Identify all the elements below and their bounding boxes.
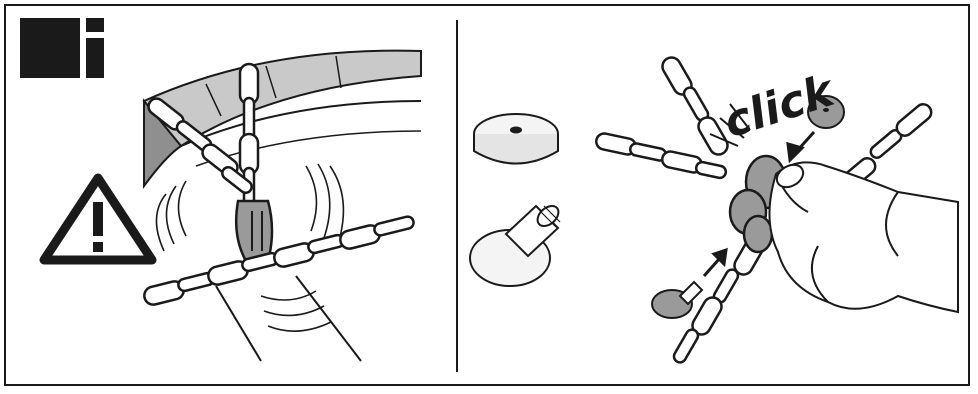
arrow-icon <box>702 130 816 277</box>
chain-right <box>839 103 933 191</box>
rim <box>143 98 183 190</box>
warning-triangle-icon <box>39 173 157 265</box>
hook-connector <box>235 199 274 263</box>
info-icon <box>20 18 104 78</box>
tire-tread <box>142 49 422 148</box>
chain-left <box>595 132 728 180</box>
tire-chain-illustration <box>39 49 422 362</box>
grey-washer <box>807 95 845 129</box>
click-burst <box>709 103 751 147</box>
click-label: click <box>718 65 842 149</box>
panel-divider <box>456 20 458 372</box>
chain-upper <box>661 56 729 156</box>
diagonal-chain <box>147 97 253 195</box>
vertical-chain <box>238 62 260 210</box>
ground-strip <box>215 275 362 362</box>
grey-stud <box>651 280 704 319</box>
vibration-lines <box>155 163 345 332</box>
stud-click-illustration: click <box>469 56 959 364</box>
stud-part <box>469 204 561 287</box>
hand <box>768 161 959 314</box>
washer-part <box>473 113 559 165</box>
figure-frame: click <box>4 4 970 386</box>
horizontal-chain <box>143 215 415 306</box>
